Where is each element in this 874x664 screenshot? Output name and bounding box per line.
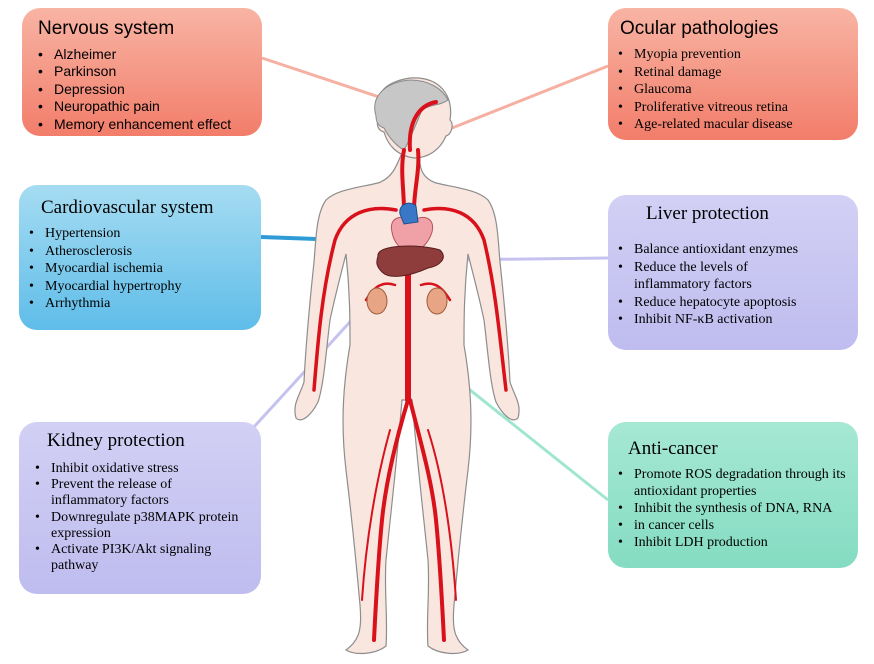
cardiovascular-panel: Cardiovascular system Hypertension Ather… [19,185,261,330]
list-item-continuation: inflammatory factors [634,277,752,293]
list-item: Depression [36,81,231,99]
kidney-left-shape [366,287,388,315]
panel-list: Balance antioxidant enzymes Reduce the l… [616,241,798,329]
list-item: Neuropathic pain [36,98,231,116]
list-item: Alzheimer [36,46,231,64]
panel-list: Promote ROS degradation through its anti… [616,466,846,551]
list-item: Myocardial ischemia [27,260,181,278]
list-item: Atherosclerosis [27,243,181,261]
panel-list: Hypertension Atherosclerosis Myocardial … [27,225,181,313]
liver-shape [376,245,444,277]
organs [366,202,448,315]
panel-title: Ocular pathologies [620,18,779,39]
list-item: Balance antioxidant enzymes [616,241,798,259]
list-item: Activate PI3K/Akt signaling [33,542,238,558]
list-item-continuation: antioxidant properties [634,484,757,499]
list-item: Downregulate p38MAPK protein [33,510,238,526]
panel-list: Myopia prevention Retinal damage Glaucom… [616,46,793,134]
list-item: Age-related macular disease [616,116,793,134]
list-item: Inhibit the synthesis of DNA, RNA [616,500,846,517]
ocular-pathologies-panel: Ocular pathologies Myopia prevention Ret… [608,8,858,140]
list-item: Prevent the release of [33,477,238,493]
connector-cancer [444,368,609,502]
list-item-continuation: inflammatory factors [51,493,169,509]
panel-list: Inhibit oxidative stress Prevent the rel… [33,461,238,574]
list-item-continuation: pathway [51,558,99,574]
kidney-right-shape [426,287,448,315]
list-item: Myocardial hypertrophy [27,278,181,296]
panel-title: Nervous system [38,18,175,39]
list-item: Parkinson [36,63,231,81]
list-item: Inhibit oxidative stress [33,461,238,477]
panel-title: Cardiovascular system [41,197,214,218]
connector-ocular [451,64,609,130]
list-item: Hypertension [27,225,181,243]
list-item: Memory enhancement effect [36,116,231,134]
list-item: Proliferative vitreous retina [616,99,793,117]
list-item: Arrhythmia [27,295,181,313]
panel-list: Alzheimer Parkinson Depression Neuropath… [36,46,231,133]
list-item: Myopia prevention [616,46,793,64]
kidney-protection-panel: Kidney protection Inhibit oxidative stre… [19,422,261,594]
connector-nervous [261,56,383,100]
panel-title: Liver protection [646,203,769,224]
panel-title: Kidney protection [47,430,185,451]
anti-cancer-panel: Anti-cancer Promote ROS degradation thro… [608,422,858,568]
list-item: in cancer cells [616,517,846,534]
list-item: Inhibit NF-κB activation [616,311,798,329]
list-item: Reduce hepatocyte apoptosis [616,294,798,312]
list-item: Retinal damage [616,64,793,82]
liver-protection-panel: Liver protection Balance antioxidant enz… [608,195,858,350]
panel-title: Anti-cancer [628,438,718,459]
artery-network [312,100,508,642]
list-item: Reduce the levels of [616,259,798,277]
list-item: Promote ROS degradation through its [616,466,846,483]
nervous-system-panel: Nervous system Alzheimer Parkinson Depre… [22,8,262,136]
list-item-continuation: expression [51,525,111,541]
list-item: Glaucoma [616,81,793,99]
list-item: Inhibit LDH production [616,534,846,551]
aorta-shape [399,202,419,225]
